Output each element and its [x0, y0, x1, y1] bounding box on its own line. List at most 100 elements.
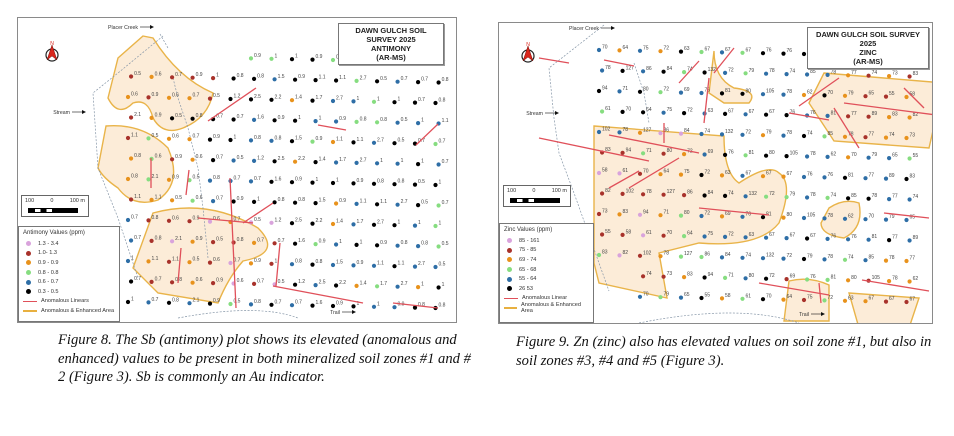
sample-value: 0.8	[418, 302, 425, 308]
sample-value: 94	[626, 147, 632, 153]
sample-value: 64	[664, 169, 670, 175]
sample-point	[661, 110, 666, 115]
sample-point	[681, 234, 687, 239]
sample-value: 2.5	[319, 280, 326, 286]
sample-value: 1.5	[295, 136, 302, 142]
sample-point	[640, 274, 646, 279]
sample-value: 78	[892, 276, 898, 282]
sample-value: 80	[851, 275, 857, 281]
sample-point	[763, 153, 769, 158]
sample-point	[866, 155, 871, 160]
sample-point	[228, 301, 233, 307]
sample-point	[207, 260, 213, 265]
sample-point	[661, 192, 666, 197]
sample-value: 83	[892, 112, 898, 118]
sample-value: 0.9	[254, 258, 261, 264]
sample-point	[722, 234, 728, 239]
sample-value: 0.8	[237, 237, 244, 243]
sample-value: 1.1	[152, 256, 159, 262]
sample-value: 86	[687, 190, 693, 196]
sample-point	[269, 56, 274, 61]
sample-value: 81	[749, 150, 755, 156]
sample-point	[149, 115, 154, 120]
sample-point	[289, 262, 295, 267]
sample-value: 70	[643, 168, 649, 174]
sample-value: 1.1	[380, 199, 387, 205]
sample-value: 85	[851, 193, 857, 199]
sample-value: 127	[626, 65, 635, 71]
sample-value: 1	[295, 54, 298, 60]
sample-value: 0.8	[442, 77, 449, 83]
sample-point	[699, 254, 704, 260]
sample-point	[740, 296, 745, 301]
sample-value: 75	[807, 295, 813, 301]
sample-value: 1	[257, 196, 260, 202]
sample-point	[354, 119, 359, 124]
sample-value: 67	[869, 296, 875, 302]
sample-value: 0.6	[155, 71, 162, 77]
legend-dot-icon	[26, 279, 31, 285]
sample-point	[907, 115, 912, 120]
legend-item: 1.0- 1.3	[23, 249, 115, 259]
sample-point	[310, 139, 315, 144]
sample-point	[845, 73, 851, 78]
sample-value: 84	[684, 128, 690, 134]
sample-value: 0.6	[172, 133, 179, 139]
sample-point	[637, 212, 643, 217]
legend-title: Zinc Values (ppm)	[504, 227, 553, 233]
sample-value: 0.8	[401, 240, 408, 246]
sample-value: 2.2	[339, 280, 346, 286]
sample-point	[801, 133, 807, 139]
sample-point	[392, 264, 397, 269]
sample-value: 79	[807, 254, 813, 260]
sample-value: 0.9	[316, 54, 323, 60]
sample-value: 89	[913, 235, 919, 241]
anomalous-linear	[603, 59, 635, 67]
sample-value: 0.8	[275, 135, 282, 141]
sample-value: 55	[705, 293, 711, 299]
sample-point	[760, 51, 766, 56]
anomalous-linear	[392, 302, 439, 309]
sample-value: 1	[316, 177, 319, 183]
sample-point	[740, 91, 745, 96]
anomalous-area	[708, 50, 753, 104]
sample-point	[781, 174, 786, 179]
sample-point	[681, 152, 687, 157]
anomalous-linear	[177, 247, 182, 284]
sample-point	[251, 199, 257, 204]
sample-value: 0.8	[172, 297, 179, 303]
sample-point	[374, 120, 380, 125]
sample-point	[863, 176, 868, 181]
sample-value: 67	[769, 232, 775, 238]
legend-item: Anomalous Linears	[23, 297, 115, 307]
zinc-map: 7064757263676767767681778983821027812786…	[498, 22, 933, 324]
sample-point	[251, 117, 257, 122]
sample-point	[702, 70, 707, 75]
sample-point	[599, 232, 605, 237]
sample-point	[187, 301, 192, 306]
sample-value: 0.9	[278, 115, 285, 121]
legend-title: Antimony Values (ppm)	[23, 230, 85, 236]
sample-value: 1.6	[257, 114, 264, 120]
sample-point	[763, 112, 769, 117]
sample-point	[658, 49, 663, 54]
area-line-icon	[23, 310, 37, 312]
scale-left: 100	[507, 188, 517, 194]
sample-value: 77	[892, 194, 898, 200]
sample-point	[845, 237, 851, 242]
sample-point	[699, 295, 704, 301]
sample-value: 74	[687, 67, 693, 73]
sample-value: 1.4	[360, 280, 367, 286]
north-label: N	[50, 41, 54, 47]
map-title-box: DAWN GULCH SOIL SURVEY 2025 ZINC (AR-MS)	[807, 27, 929, 69]
sample-point	[228, 137, 233, 143]
sample-value: 0.5	[254, 217, 261, 223]
sample-value: 82	[623, 250, 629, 256]
sample-point	[371, 181, 377, 186]
sample-value: 67	[790, 233, 796, 239]
sample-point	[907, 197, 912, 202]
sample-value: 0.6	[213, 257, 220, 263]
sample-point	[640, 151, 646, 156]
sample-value: 85	[810, 69, 816, 75]
sample-point	[825, 236, 830, 241]
